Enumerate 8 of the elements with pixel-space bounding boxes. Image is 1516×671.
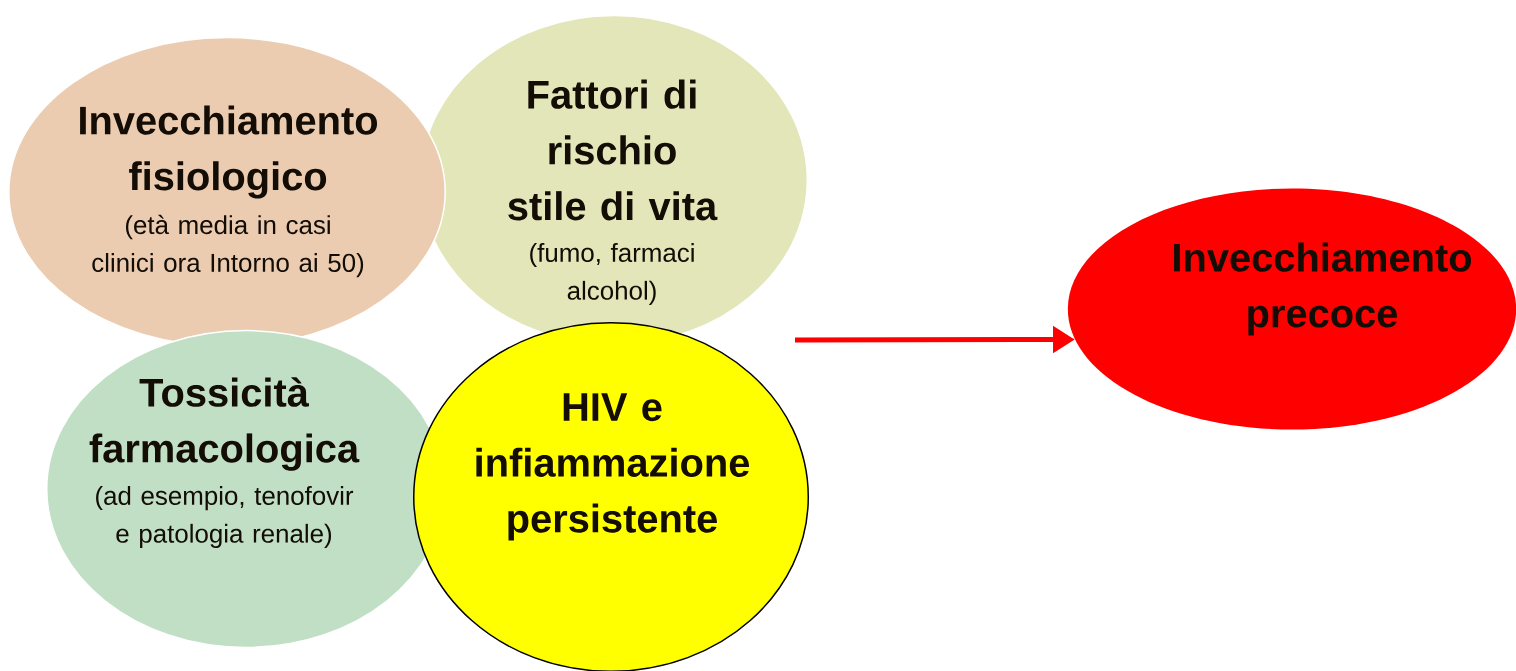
note-text: (età media in casi clinici ora Intorno ai 50) [92, 214, 364, 278]
note-text: (fumo, farmaci alcohol) [530, 243, 694, 305]
note-text: (ad esempio, tenofovir e patologia renale) [96, 486, 354, 548]
heading-text: HIV e infiammazione persistente [476, 393, 750, 541]
heading-text: Fattori di rischio stile di vita [508, 79, 718, 221]
heading-text: Invecchiamento precoce [1174, 242, 1472, 336]
heading-text: Tossicità farmacologica [89, 377, 360, 471]
heading-text: Invecchiamento fisiologico [80, 105, 378, 199]
